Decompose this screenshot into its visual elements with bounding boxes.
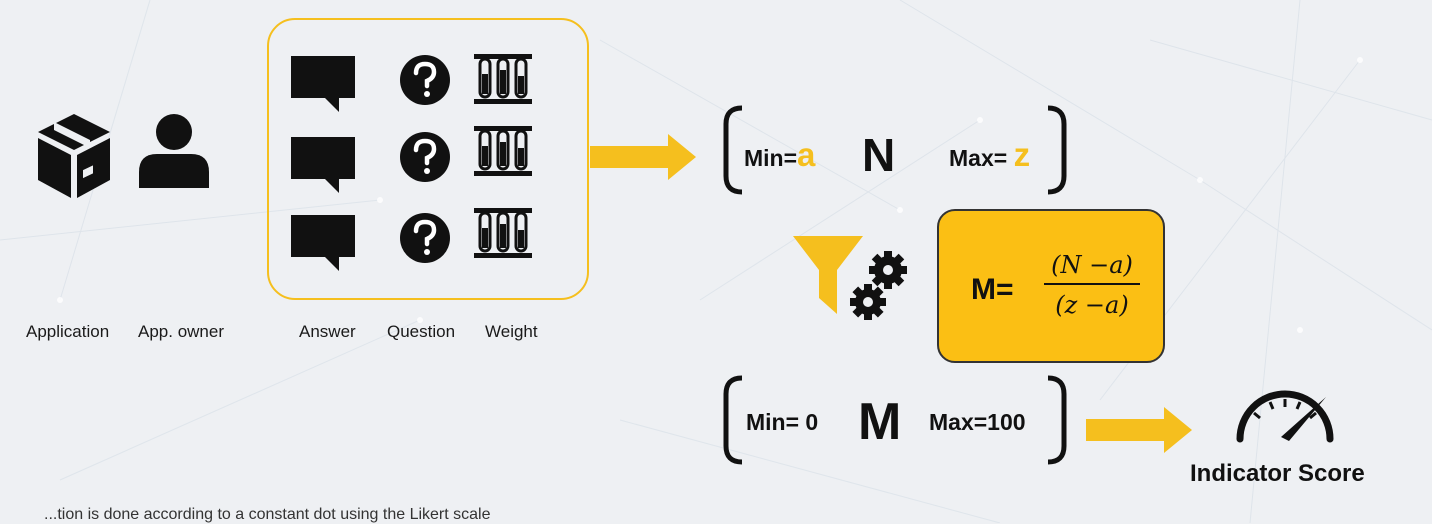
right-paren-m xyxy=(1047,375,1067,465)
speech-bubble-icon xyxy=(291,56,355,112)
range-m-center: M xyxy=(858,393,902,451)
label-weight: Weight xyxy=(485,322,538,341)
arrow-right-icon xyxy=(1086,407,1192,453)
formula-box: M= (N −a) (z −a) xyxy=(937,209,1165,363)
left-paren-n xyxy=(723,105,743,195)
user-icon xyxy=(139,114,209,188)
gears-icon xyxy=(850,251,907,320)
range-n-center: N xyxy=(862,129,896,181)
range-n-min-prefix: Min= xyxy=(744,145,798,171)
range-n-min-var: a xyxy=(797,136,816,173)
formula-fraction: (N −a) (z −a) xyxy=(1042,251,1142,319)
range-m-max: Max=100 xyxy=(929,409,1026,435)
question-circle-icon xyxy=(400,55,450,105)
range-n-max: Max= z xyxy=(949,136,1030,174)
box-icon xyxy=(38,114,110,198)
speech-bubble-icon xyxy=(291,137,355,193)
label-question: Question xyxy=(387,322,456,341)
funnel-icon xyxy=(793,236,863,314)
left-paren-m xyxy=(723,375,743,465)
test-tubes-icon xyxy=(474,126,532,176)
range-n-max-var: z xyxy=(1013,136,1031,173)
range-n-min: Min=a xyxy=(744,136,815,174)
arrow-right-icon xyxy=(590,134,696,180)
speech-bubble-icon xyxy=(291,215,355,271)
right-paren-n xyxy=(1047,105,1067,195)
label-answer: Answer xyxy=(299,322,356,341)
formula-denominator: (z −a) xyxy=(1055,291,1129,319)
test-tubes-icon xyxy=(474,54,532,104)
question-circle-icon xyxy=(400,213,450,263)
caption-text: ...tion is done according to a constant … xyxy=(44,506,491,523)
fraction-bar xyxy=(1044,283,1140,285)
question-circle-icon xyxy=(400,132,450,182)
formula-numerator: (N −a) xyxy=(1051,251,1133,279)
label-application: Application xyxy=(26,322,110,341)
formula-lhs: M= xyxy=(971,273,1014,306)
test-tubes-icon xyxy=(474,208,532,258)
gauge-icon xyxy=(1236,390,1334,443)
label-app-owner: App. owner xyxy=(138,322,224,341)
indicator-score-label: Indicator Score xyxy=(1190,460,1365,487)
range-m-min: Min= 0 xyxy=(746,409,819,435)
range-n-max-prefix: Max= xyxy=(949,145,1008,171)
questionnaire-panel xyxy=(267,18,589,300)
